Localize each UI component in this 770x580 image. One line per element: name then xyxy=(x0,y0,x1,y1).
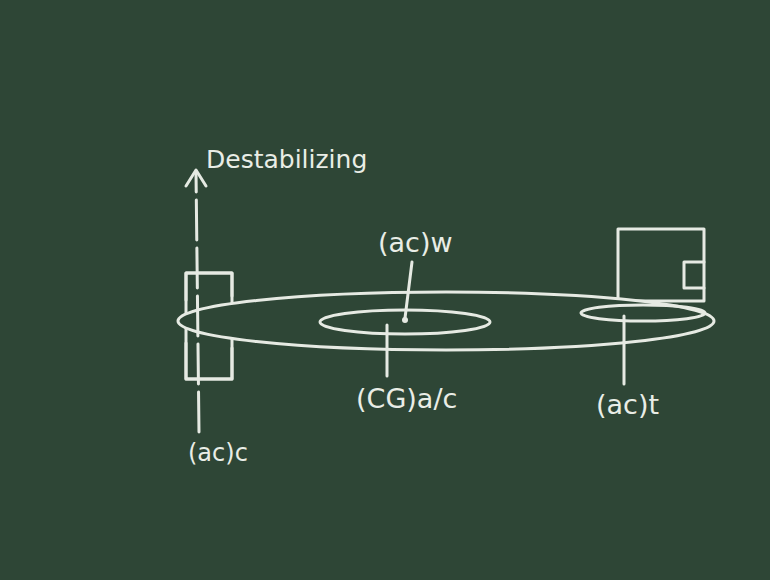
cg-label: (CG)a/c xyxy=(356,384,457,414)
force-note: Destabilizing xyxy=(206,146,367,174)
horizontal-tail xyxy=(581,305,705,321)
wing-ac-dot xyxy=(402,317,408,323)
wing-ac-leader xyxy=(405,262,412,318)
rudder xyxy=(684,262,704,288)
canard-ac-label: (ac)c xyxy=(188,440,248,466)
cg-leader xyxy=(386,325,389,376)
tail-ac-label: (ac)t xyxy=(596,390,659,420)
vertical-fin xyxy=(618,229,704,301)
wing-ac-label: (ac)w xyxy=(378,228,453,258)
arrow-head xyxy=(186,170,206,186)
tail-ac-leader xyxy=(623,316,626,384)
canard-edge xyxy=(186,273,232,379)
fuselage xyxy=(178,292,714,350)
canard-lift-arrow xyxy=(196,172,199,432)
